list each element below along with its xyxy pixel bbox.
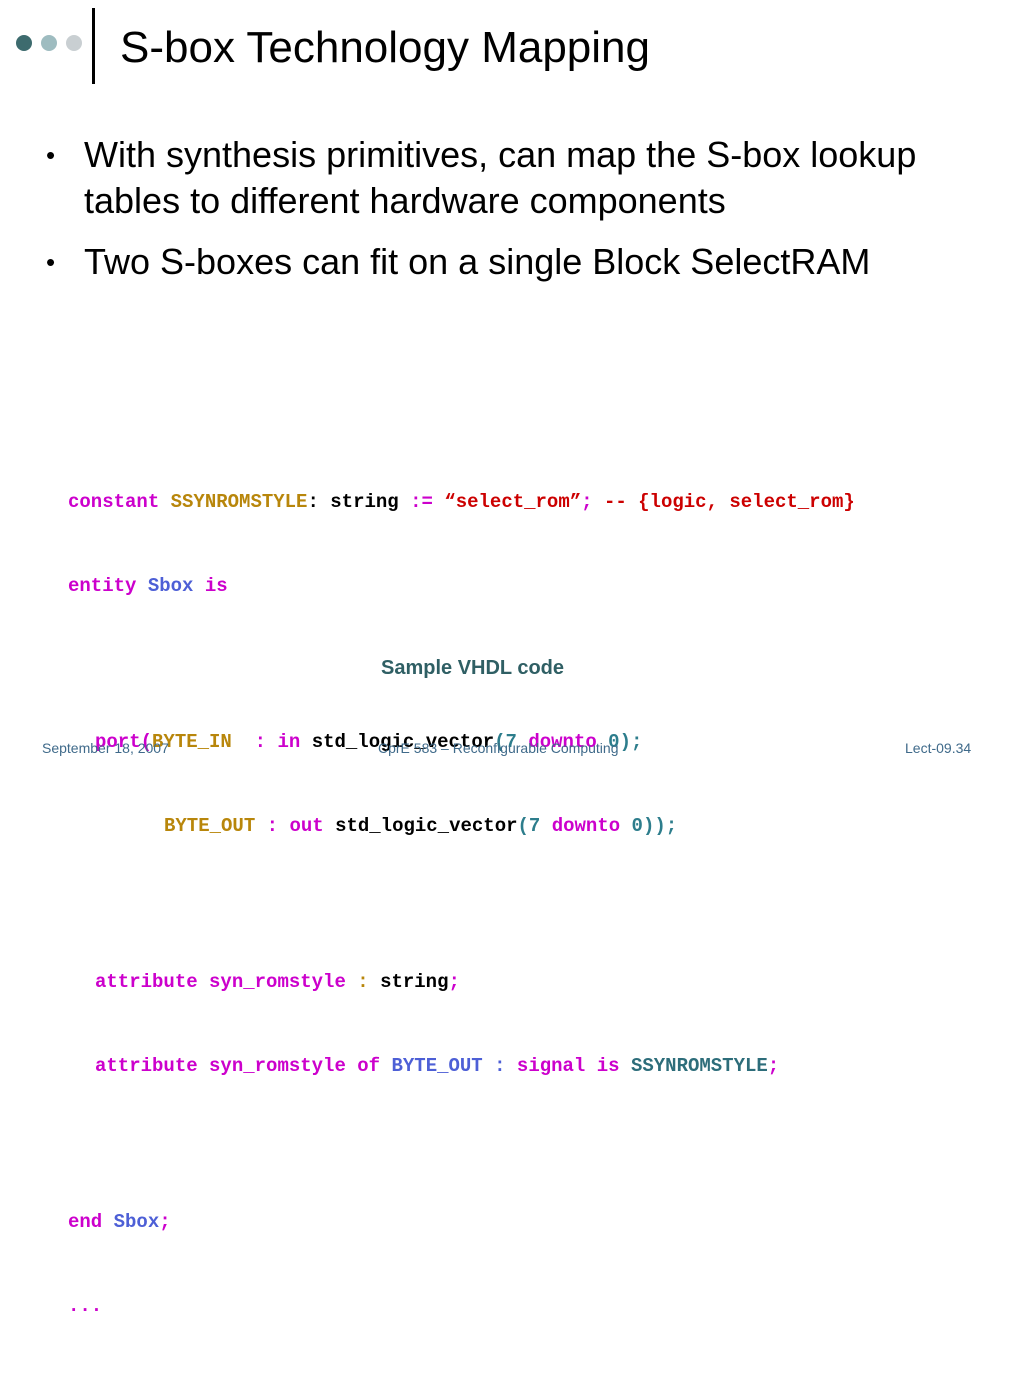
code-type: string xyxy=(380,971,449,993)
code-number: (7 xyxy=(494,731,517,753)
title-decoration-dots xyxy=(16,35,84,51)
code-keyword: attribute xyxy=(95,1055,198,1077)
code-keyword: in xyxy=(277,731,301,753)
code-line: attribute syn_romstyle of BYTE_OUT : sig… xyxy=(68,1052,855,1080)
code-type: std_logic_vector xyxy=(335,815,518,837)
code-identifier: SSYNROMSTYLE xyxy=(630,1055,768,1077)
code-line: end Sbox; xyxy=(68,1208,855,1236)
code-line: entity Sbox is xyxy=(68,572,855,600)
code-keyword: downto xyxy=(551,815,621,837)
code-punct: ; xyxy=(159,1211,171,1233)
footer-slide-number: Lect-09.34 xyxy=(905,740,972,756)
code-keyword: attribute xyxy=(95,971,198,993)
bullet-list: • With synthesis primitives, can map the… xyxy=(40,132,1000,300)
code-keyword: end xyxy=(68,1211,103,1233)
code-identifier: BYTE_OUT xyxy=(164,815,256,837)
code-caption: Sample VHDL code xyxy=(381,657,565,679)
code-number: 0); xyxy=(608,731,643,753)
code-string: “select_rom” xyxy=(444,491,582,513)
code-line: attribute syn_romstyle : string; xyxy=(68,968,855,996)
code-keyword: out xyxy=(289,815,324,837)
code-entity-name: Sbox xyxy=(147,575,194,597)
code-line: constant SSYNROMSTYLE: string := “select… xyxy=(68,488,855,516)
code-punct: ; xyxy=(448,971,460,993)
footer-course: CprE 583 – Reconfigurable Computing xyxy=(378,740,619,756)
bullet-item: • With synthesis primitives, can map the… xyxy=(40,132,1000,224)
code-line: port(BYTE_IN : in std_logic_vector(7 dow… xyxy=(68,728,855,756)
bullet-text: With synthesis primitives, can map the S… xyxy=(84,134,917,221)
code-keyword: port( xyxy=(95,731,153,753)
code-punct: : xyxy=(357,971,369,993)
code-comment: -- {logic, select_rom} xyxy=(603,491,855,513)
dot-icon xyxy=(66,35,82,51)
code-punct: ; xyxy=(581,491,593,513)
code-number: (7 xyxy=(517,815,541,837)
footer-date: September 18, 2007 xyxy=(42,740,169,756)
code-attribute-name: syn_romstyle xyxy=(209,971,346,993)
code-keyword: is xyxy=(596,1055,620,1077)
bullet-icon: • xyxy=(46,247,56,277)
code-number: 0)); xyxy=(631,815,678,837)
slide-title: S-box Technology Mapping xyxy=(120,23,650,72)
code-attribute-name: syn_romstyle xyxy=(209,1055,346,1077)
bullet-text: Two S-boxes can fit on a single Block Se… xyxy=(84,241,871,282)
code-identifier: BYTE_OUT xyxy=(391,1055,483,1077)
code-punct: : xyxy=(307,491,319,513)
code-entity-name: Sbox xyxy=(113,1211,160,1233)
code-line: ... xyxy=(68,1292,855,1320)
code-keyword: of xyxy=(357,1055,381,1077)
code-keyword: entity xyxy=(68,575,137,597)
code-identifier: BYTE_IN xyxy=(152,731,232,753)
code-type: std_logic_vector xyxy=(311,731,495,753)
code-keyword: constant xyxy=(68,491,160,513)
code-line: BYTE_OUT : out std_logic_vector(7 downto… xyxy=(68,812,855,840)
dot-icon xyxy=(16,35,32,51)
code-punct: : xyxy=(243,731,267,753)
title-divider xyxy=(92,8,95,84)
code-identifier: SSYNROMSTYLE xyxy=(170,491,308,513)
code-punct: : xyxy=(266,815,279,837)
code-operator: := xyxy=(410,491,433,513)
code-keyword: is xyxy=(204,575,228,597)
bullet-item: • Two S-boxes can fit on a single Block … xyxy=(40,239,1000,285)
dot-icon xyxy=(41,35,57,51)
code-ellipsis: ... xyxy=(68,1295,103,1317)
code-type: string xyxy=(330,491,399,513)
code-keyword: downto xyxy=(528,731,597,753)
code-punct: : xyxy=(494,1055,506,1077)
bullet-icon: • xyxy=(46,140,56,170)
vhdl-code-block: constant SSYNROMSTYLE: string := “select… xyxy=(68,432,855,1376)
code-keyword: signal xyxy=(516,1055,586,1077)
code-punct: ; xyxy=(767,1055,780,1077)
